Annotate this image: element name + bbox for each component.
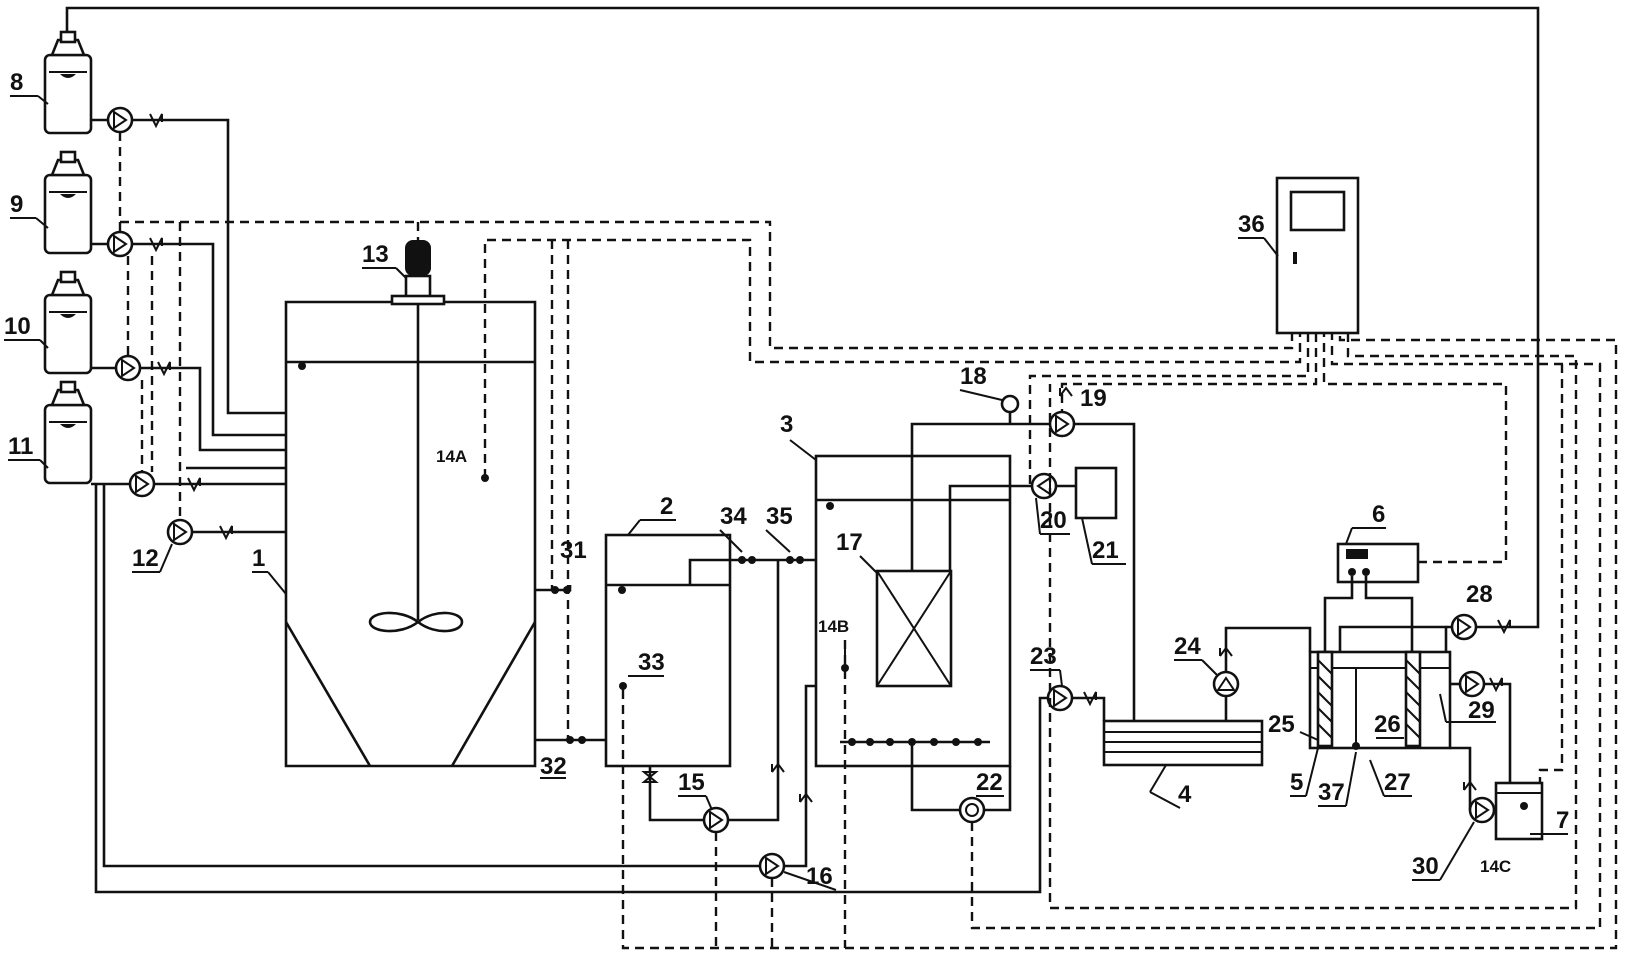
reagent-bottle-10: [43, 270, 93, 375]
label-36: 36: [1238, 211, 1265, 238]
label-18: 18: [960, 363, 987, 390]
flowmeter-18: [1000, 394, 1020, 414]
label-6: 6: [1372, 501, 1385, 528]
label-20: 20: [1040, 507, 1067, 534]
tank-3: [814, 454, 1012, 768]
reactor-tank-1: [284, 240, 537, 768]
label-13: 13: [362, 241, 389, 268]
label-23: 23: [1030, 643, 1057, 670]
label-35: 35: [766, 503, 793, 530]
label-37: 37: [1318, 779, 1345, 806]
label-25: 25: [1268, 711, 1295, 738]
pump-20: [1030, 472, 1058, 500]
pump-23: [1046, 684, 1074, 712]
pump-19: [1048, 410, 1076, 438]
pump-12: [166, 518, 194, 546]
process-piping: [94, 412, 1512, 894]
label-24: 24: [1174, 633, 1201, 660]
label-14c: 14C: [1480, 857, 1511, 876]
label-16: 16: [806, 863, 833, 890]
top-return-line: [65, 6, 1540, 629]
label-19: 19: [1080, 385, 1107, 412]
electrolysis-cell-5: [1308, 650, 1452, 750]
label-2: 2: [660, 493, 673, 520]
membrane-unit-4: [1102, 719, 1264, 767]
label-26: 26: [1374, 711, 1401, 738]
label-34: 34: [720, 503, 747, 530]
label-22: 22: [976, 769, 1003, 796]
label-3: 3: [780, 411, 793, 438]
label-14b: 14B: [818, 617, 849, 636]
label-10: 10: [4, 313, 31, 340]
controller-cabinet-36: [1275, 176, 1360, 335]
dosing-pump-bottle-9: [106, 230, 134, 258]
reagent-bottle-9: [43, 150, 93, 255]
reagent-bottle-8: [43, 30, 93, 135]
dosing-pump-bottle-11: [128, 470, 156, 498]
label-14a: 14A: [436, 447, 467, 466]
pump-16: [758, 852, 786, 880]
label-27: 27: [1384, 769, 1411, 796]
label-21: 21: [1092, 537, 1119, 564]
label-7: 7: [1556, 807, 1569, 834]
label-17: 17: [836, 529, 863, 556]
label-4: 4: [1178, 781, 1192, 808]
label-29: 29: [1468, 697, 1495, 724]
check-valves: [149, 113, 233, 541]
pump-24: [1212, 670, 1240, 698]
pump-29: [1458, 670, 1486, 698]
label-28: 28: [1466, 581, 1493, 608]
label-8: 8: [10, 69, 23, 96]
pump-15: [702, 806, 730, 834]
label-31: 31: [560, 537, 587, 564]
label-5: 5: [1290, 769, 1303, 796]
power-supply-6: [1323, 542, 1420, 652]
tank-7: [1494, 781, 1544, 841]
labels: 8 9 10 11 12 13 1 14A 31 32 2 33 34 35 3…: [4, 69, 1569, 891]
pump-28: [1450, 613, 1478, 641]
tank-2: [604, 533, 732, 768]
label-15: 15: [678, 769, 705, 796]
label-30: 30: [1412, 853, 1439, 880]
reagent-bottle-11: [43, 380, 93, 485]
label-12: 12: [132, 545, 159, 572]
control-signal-lines: [118, 132, 1618, 950]
label-1: 1: [252, 545, 265, 572]
label-32: 32: [540, 753, 567, 780]
label-9: 9: [10, 191, 23, 218]
dosing-tank-21: [1074, 466, 1118, 520]
dosing-pump-bottle-8: [106, 106, 134, 134]
label-33: 33: [638, 649, 665, 676]
pump-30: [1468, 796, 1496, 824]
dosing-pump-bottle-10: [114, 354, 142, 382]
blower-22: [958, 796, 986, 824]
label-11: 11: [8, 433, 33, 460]
